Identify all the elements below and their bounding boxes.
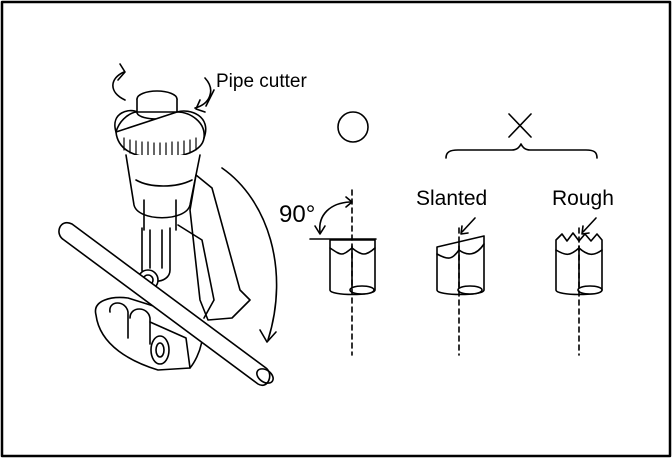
cutter-frame: [189, 174, 251, 321]
rough-label: Rough: [552, 187, 614, 210]
roller: [150, 335, 170, 365]
angle-label: 90°: [279, 201, 316, 228]
knurl-lines: [123, 137, 197, 158]
pipe: [58, 221, 271, 387]
slanted-pointer: [461, 217, 476, 233]
circle-symbol-icon: [337, 111, 369, 143]
bad-bracket: [445, 143, 598, 159]
angle-arc: [319, 201, 351, 233]
cross-symbol-icon: [508, 113, 532, 138]
knurled-knob: [114, 109, 207, 159]
turn-direction-arrow-icon: [221, 167, 278, 341]
pipe-cutter-illustration: [58, 63, 278, 387]
rotation-arrow-icon: [112, 71, 212, 109]
slanted-label: Slanted: [416, 187, 488, 210]
slanted-cut-pipe: [436, 235, 485, 296]
rough-pointer: [582, 217, 597, 233]
pipe-cutter-label: Pipe cutter: [216, 71, 307, 92]
